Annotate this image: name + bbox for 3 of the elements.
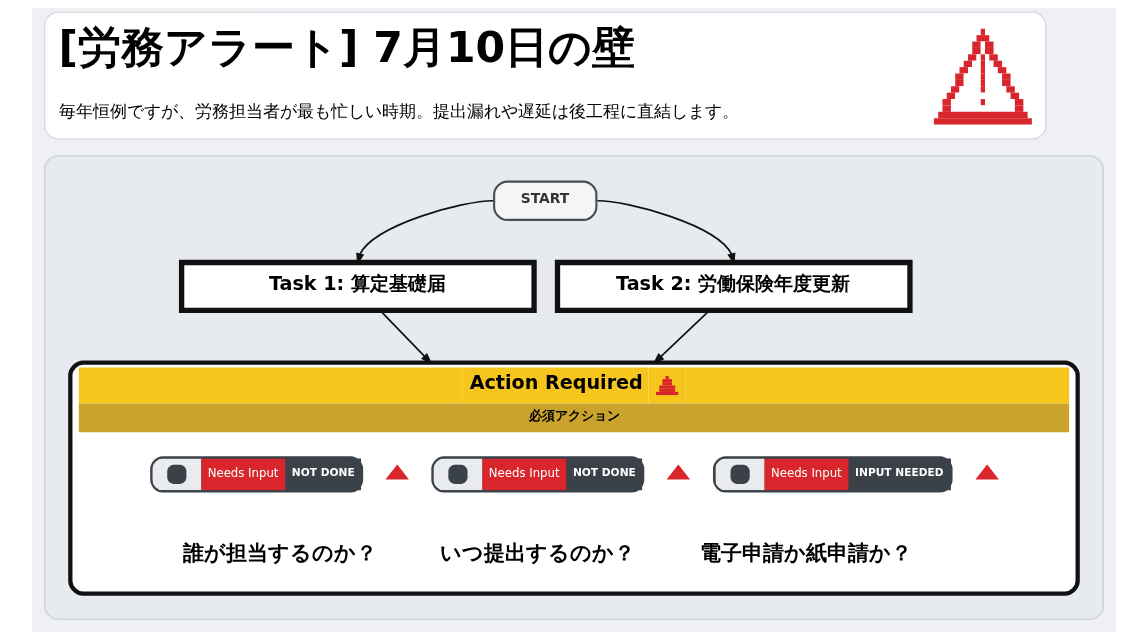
node-label: いつ提出するのか？	[439, 539, 635, 565]
node-label: 誰が担当するのか？	[182, 539, 377, 565]
node-label: 電子申請か紙申請か？	[699, 539, 912, 565]
